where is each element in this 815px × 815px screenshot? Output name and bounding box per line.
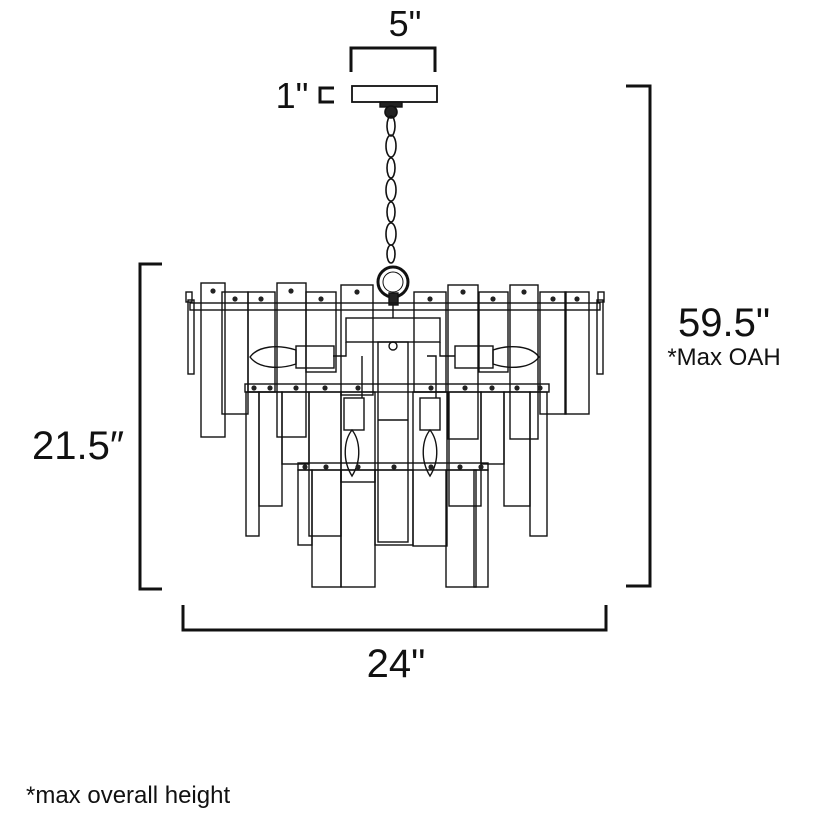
max-height-bracket: [626, 84, 652, 588]
top-hoop: [185, 291, 605, 375]
bottom-tier-rivets: [302, 464, 484, 470]
canopy-height-label: 1": [276, 75, 309, 116]
footnote: *max overall height: [26, 782, 231, 809]
middle-tier-rivets: [251, 385, 543, 391]
left-arm: [249, 342, 347, 369]
top-tier-rivets: [210, 288, 580, 302]
right-arm: [439, 342, 540, 369]
middle-tier-panels: [245, 391, 548, 547]
max-height-label: 59.5": [678, 301, 770, 345]
inner-right-socket: [419, 355, 441, 478]
chain: [384, 105, 398, 264]
inner-left-socket: [343, 356, 365, 478]
center-frame: [345, 305, 441, 543]
canopy: [351, 85, 438, 103]
fixture-width-label: 24": [367, 642, 426, 686]
canopy-width-label: 5": [389, 3, 422, 44]
max-oah-label: *Max OAH: [667, 344, 780, 371]
fixture-width-bracket: [181, 605, 608, 632]
canopy-height-bracket: [318, 86, 334, 104]
fixture-height-bracket: [138, 262, 162, 591]
bottom-tier-panels: [297, 469, 489, 588]
middle-hoop: [244, 383, 550, 393]
canopy-width-bracket: [349, 46, 437, 72]
fixture-height-label: 21.5″: [32, 424, 124, 468]
